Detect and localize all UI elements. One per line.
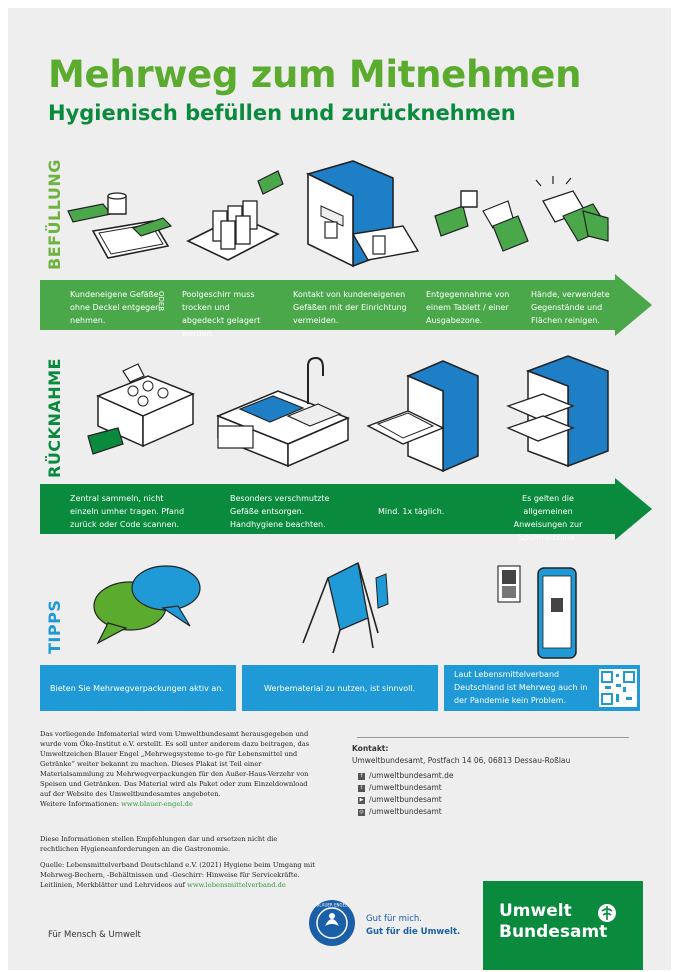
qr-code-icon [599, 669, 637, 707]
poster-sheet: Mehrweg zum Mitnehmen Hygienisch befülle… [8, 8, 671, 970]
step5-illustration [535, 176, 609, 242]
section-label-tipps: TIPPS [45, 599, 64, 654]
uba-logo-icon [598, 904, 616, 922]
twitter-icon: t [358, 784, 365, 792]
ruecknahme-step-4-text: Es gelten die allgemeinen Anweisungen zu… [513, 494, 583, 542]
section-label-befuellung: BEFÜLLUNG [45, 159, 64, 270]
info-source: Quelle: Lebensmittelverband Deutschland … [40, 861, 315, 889]
step2-illustration [186, 170, 284, 261]
step1-illustration [67, 192, 173, 259]
contact-address: Umweltbundesamt, Postfach 14 06, 06813 D… [352, 756, 571, 765]
ruecknahme-step-3-text: Mind. 1x täglich. [378, 507, 445, 516]
blauer-engel-seal-icon: BLAUER ENGEL [309, 900, 355, 946]
youtube-icon: ▶ [358, 796, 365, 804]
seal-lettering: BLAUER ENGEL [317, 903, 348, 908]
facebook-icon: f [358, 772, 365, 780]
befuellung-illustrations [67, 160, 609, 268]
ruecknahme-step-1-text: Zentral sammeln, nicht einzeln umher tra… [70, 494, 185, 529]
footer-slogan: Für Mensch & Umwelt [48, 930, 141, 940]
dishwasher-open-illustration [366, 360, 479, 473]
blauer-engel-claim: Gut für mich. Gut für die Umwelt. [366, 914, 461, 937]
befuellung-arrow [40, 274, 652, 336]
social-twitter[interactable]: t/umweltbundesamt [358, 783, 442, 792]
social-instagram[interactable]: ◎/umweltbundesamt [358, 807, 442, 816]
page-subtitle: Hygienisch befüllen und zurücknehmen [48, 101, 516, 125]
tip-3-text: Laut Lebensmittelverband Deutschland ist… [454, 670, 588, 705]
social-facebook[interactable]: f/umweltbundesamt.de [358, 771, 454, 780]
contact-separator [357, 737, 629, 738]
contact-label: Kontakt: [352, 744, 389, 753]
speech-bubbles-icon [93, 565, 201, 645]
blauer-engel-link[interactable]: www.blauer-engel.de [121, 800, 193, 808]
tip-2-text: Werbematerial zu nutzen, ist sinnvoll. [264, 684, 416, 693]
social-youtube[interactable]: ▶/umweltbundesamt [358, 795, 442, 804]
befuellung-oder-label: ODER [157, 291, 165, 312]
section-label-ruecknahme: RÜCKNAHME [45, 358, 64, 478]
tip-1-text: Bieten Sie Mehrwegverpackungen aktiv an. [50, 684, 224, 693]
ruecknahme-arrow [40, 478, 652, 540]
tipps-illustrations [93, 562, 577, 659]
tip-box-2 [242, 665, 438, 711]
instagram-icon: ◎ [358, 808, 365, 816]
ruecknahme-illustrations [87, 355, 609, 473]
lebensmittelverband-link[interactable]: www.lebensmittelverband.de [187, 881, 286, 889]
befuellung-step-1-text: Kundeneigene Gefäße ohne Deckel entgegen… [70, 290, 161, 325]
befuellung-step-3-text: Kontakt von kundeneigenen Gefäßen mit de… [293, 290, 407, 325]
page-title: Mehrweg zum Mitnehmen [48, 53, 582, 96]
step3-illustration [305, 160, 420, 268]
qr-phone-icon [497, 565, 577, 659]
uba-logo-text: Umwelt Bundesamt [499, 901, 608, 942]
sign-board-icon [302, 562, 389, 654]
sink-illustration [216, 356, 350, 468]
ruecknahme-step-2-text: Besonders verschmutzte Gefäße entsorgen.… [230, 494, 330, 529]
info-paragraph-2: Diese Informationen stellen Empfehlungen… [40, 835, 278, 853]
befuellung-step-2-text: Poolgeschirr muss trocken und abgedeckt … [182, 290, 261, 338]
tip-box-1 [40, 665, 236, 711]
dishwasher-racks-illustration [506, 355, 609, 468]
uba-logo-box: Umwelt Bundesamt [483, 881, 643, 970]
info-paragraph-1: Das vorliegende Infomaterial wird vom Um… [40, 730, 310, 808]
collection-crate-illustration [87, 363, 195, 455]
befuellung-step-4-text: Entgegennahme von einem Tablett / einer … [426, 290, 510, 325]
step4-illustration [434, 190, 529, 252]
befuellung-step-5-text: Hände, verwendete Gegenstände und Fläche… [531, 290, 610, 325]
